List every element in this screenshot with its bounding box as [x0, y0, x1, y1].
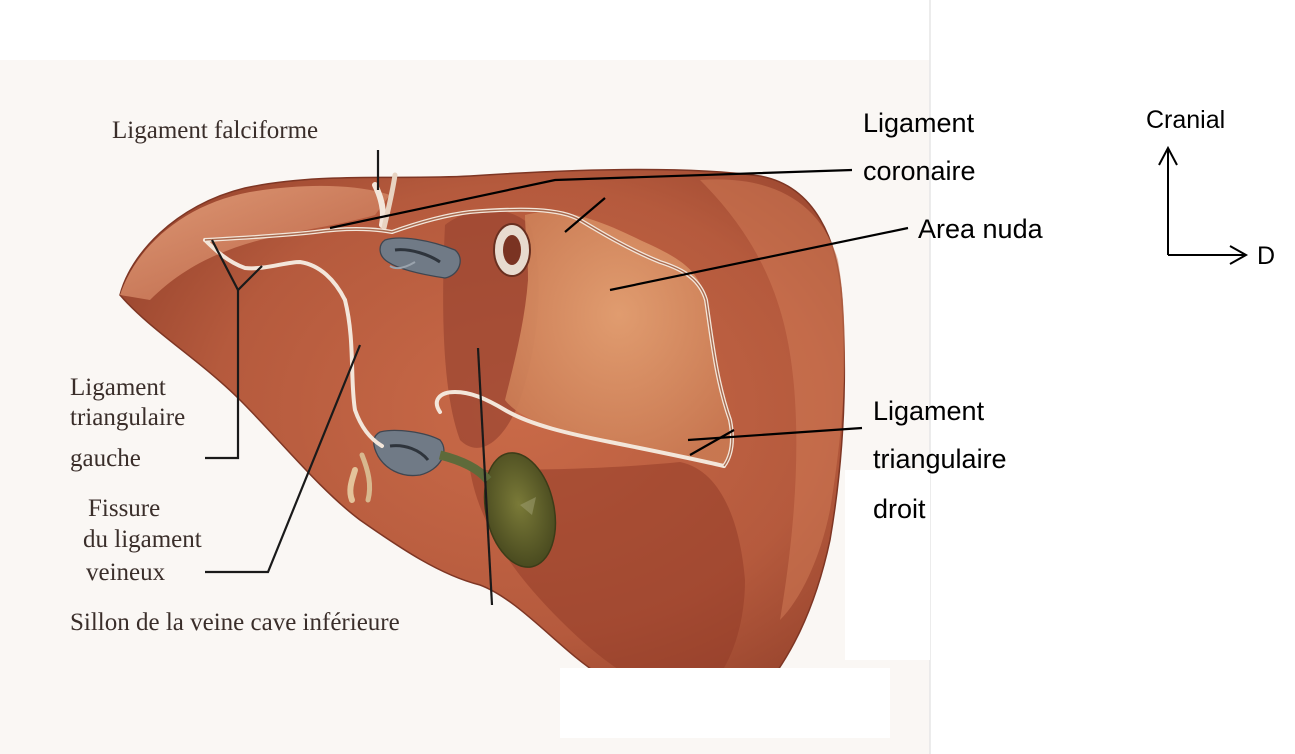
- label-lig-tri-gauche-2: triangulaire: [70, 404, 185, 431]
- label-lig-tri-droit-2: triangulaire: [873, 444, 1007, 474]
- label-lig-tri-gauche-1: Ligament: [70, 374, 166, 401]
- ivc-opening: [494, 224, 530, 276]
- label-sillon: Sillon de la veine cave inférieure: [70, 609, 400, 636]
- orientation-indicator: Cranial D: [1146, 106, 1275, 270]
- label-lig-tri-droit-3: droit: [873, 494, 926, 524]
- mask-bottom: [560, 668, 890, 738]
- label-fissure-2: du ligament: [83, 526, 202, 553]
- label-ligament-falciforme: Ligament falciforme: [112, 117, 318, 144]
- label-fissure-1: Fissure: [88, 495, 160, 522]
- label-fissure-3: veineux: [86, 559, 166, 586]
- label-lig-tri-gauche-3: gauche: [70, 445, 141, 472]
- label-cranial: Cranial: [1146, 106, 1225, 134]
- cranial-arrow: [1159, 148, 1177, 255]
- d-arrow: [1168, 246, 1246, 264]
- label-ligament-coronaire-2: coronaire: [863, 156, 976, 186]
- label-d: D: [1257, 242, 1275, 270]
- label-area-nuda: Area nuda: [918, 214, 1044, 244]
- label-lig-tri-droit-1: Ligament: [873, 396, 985, 426]
- label-ligament-coronaire-1: Ligament: [863, 108, 975, 138]
